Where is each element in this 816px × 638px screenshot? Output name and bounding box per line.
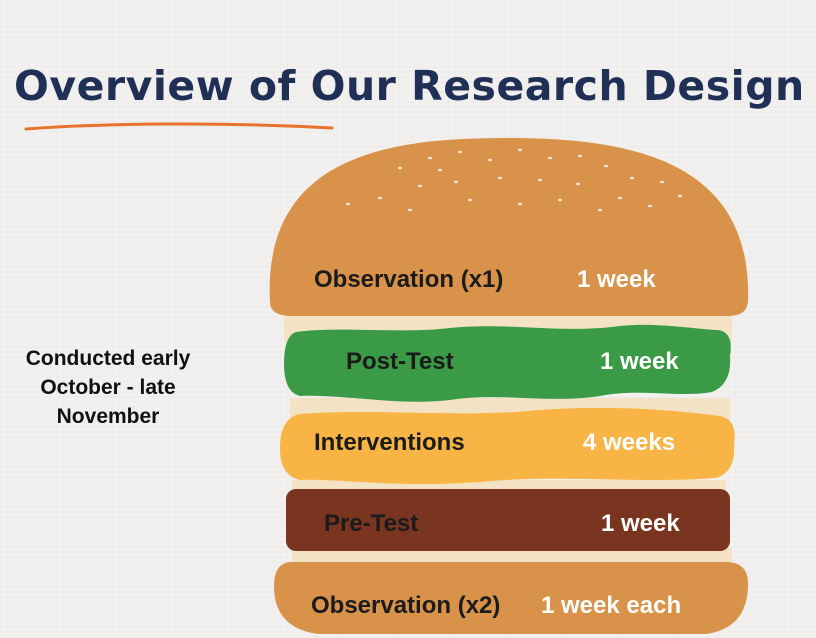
layer-2-label: Post-Test (346, 348, 454, 375)
layer-4-label: Pre-Test (324, 510, 419, 537)
layer-5-label: Observation (x2) (311, 592, 501, 619)
layer-4-duration: 1 week (601, 510, 680, 537)
sesame-seeds (346, 148, 682, 212)
top-bun (269, 138, 749, 316)
layer-1-duration: 1 week (577, 266, 656, 293)
lettuce-layer (284, 324, 731, 402)
title-underline (24, 122, 334, 131)
layer-3-duration: 4 weeks (583, 429, 676, 456)
page-title: Overview of Our Research Design (14, 62, 805, 110)
timeline-note: Conducted early October - late November (25, 347, 191, 428)
layer-3-label: Interventions (314, 429, 465, 456)
layer-5-duration: 1 week each (541, 592, 682, 619)
patty-layer (286, 489, 730, 551)
bottom-bun (274, 562, 748, 634)
layer-2-duration: 1 week (600, 348, 679, 375)
cheese-layer (280, 407, 735, 484)
layer-1-label: Observation (x1) (314, 266, 504, 293)
